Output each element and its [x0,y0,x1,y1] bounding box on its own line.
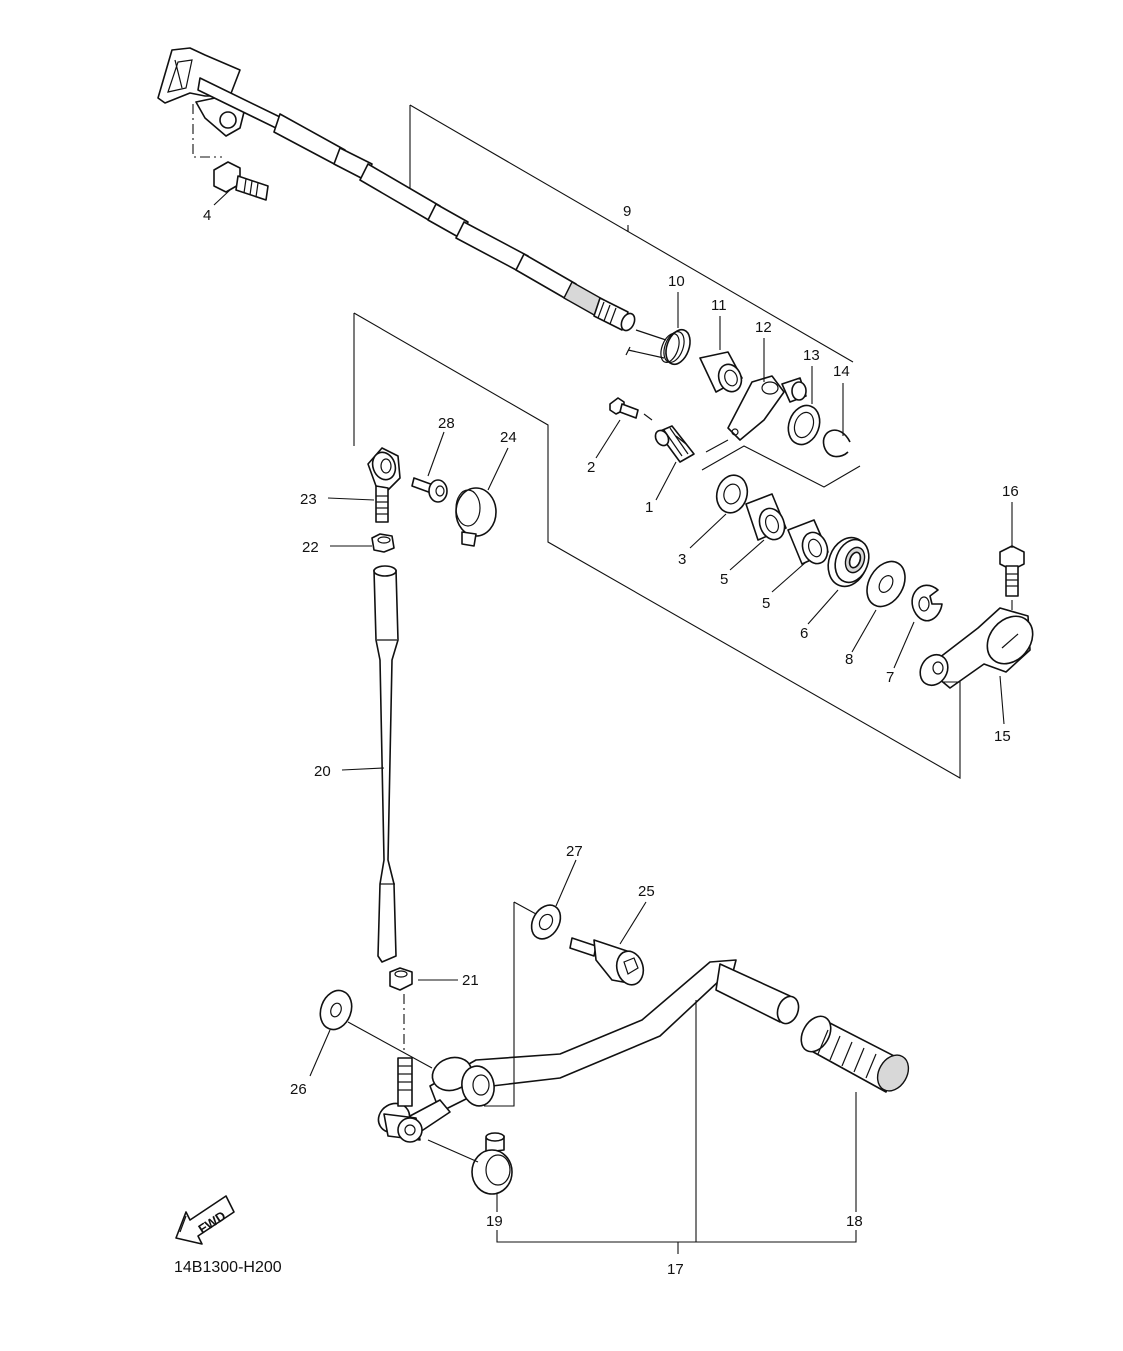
callout-6: 6 [800,625,808,642]
part-15-shift-arm [919,607,1034,689]
part-4-bolt [213,161,269,201]
part-11-collar [699,351,743,393]
callout-18: 18 [846,1213,863,1230]
callout-5b: 5 [762,595,770,612]
part-5-bushing-b [787,519,829,565]
part-22-nut [371,533,395,553]
part-17-shift-pedal [377,959,800,1143]
callout-2: 2 [587,459,595,476]
callout-9: 9 [623,203,631,220]
part-5-bushing-a [745,493,787,541]
part-7-circlip [911,584,943,622]
part-2-pin [609,397,639,419]
part-26-washer [319,989,353,1031]
part-3-washer [715,474,749,514]
callout-14: 14 [833,363,850,380]
callout-10: 10 [668,273,685,290]
part-27-washer [530,904,562,940]
part-10-spring [625,328,691,366]
callout-21: 21 [462,972,479,989]
diagram-code: 14B1300-H200 [174,1259,282,1276]
fwd-arrow-icon: FWD [175,1195,235,1245]
group-bracket-pedal [484,902,515,1107]
callout-16: 16 [1002,483,1019,500]
shift-shaft [157,47,636,332]
part-12-lever [727,375,807,441]
group-bracket-17 [496,1230,857,1243]
callout-26: 26 [290,1081,307,1098]
callout-13: 13 [803,347,820,364]
callout-15: 15 [994,728,1011,745]
callout-28: 28 [438,415,455,432]
part-1-spring [654,425,695,463]
part-16-bolt [999,545,1025,616]
callout-17: 17 [667,1261,684,1278]
callout-22: 22 [302,539,319,556]
part-24-boot [455,487,497,547]
part-6-oil-seal [827,536,870,588]
part-25-pivot-bolt [569,937,645,986]
part-20-shift-rod [373,565,399,963]
callout-23: 23 [300,491,317,508]
callout-27: 27 [566,843,583,860]
callout-11: 11 [711,297,727,314]
part-14-circlip [822,429,851,458]
callout-24: 24 [500,429,517,446]
callout-8: 8 [845,651,853,668]
callout-1: 1 [645,499,653,516]
callout-20: 20 [314,763,331,780]
part-21-nut [389,967,413,1054]
callout-5a: 5 [720,571,728,588]
part-13-washer [787,404,821,446]
part-8-washer [866,560,906,608]
part-19-boot [471,1132,513,1195]
callout-25: 25 [638,883,655,900]
leader-lines [213,189,1013,1242]
callout-12: 12 [755,319,772,336]
part-18-footpeg-rubber [800,1015,910,1093]
callout-3: 3 [678,551,686,568]
part-28-bolt [411,477,448,503]
part-23-rod-end [367,447,401,523]
callout-4: 4 [203,207,211,224]
callout-19: 19 [486,1213,503,1230]
callout-7: 7 [886,669,894,686]
